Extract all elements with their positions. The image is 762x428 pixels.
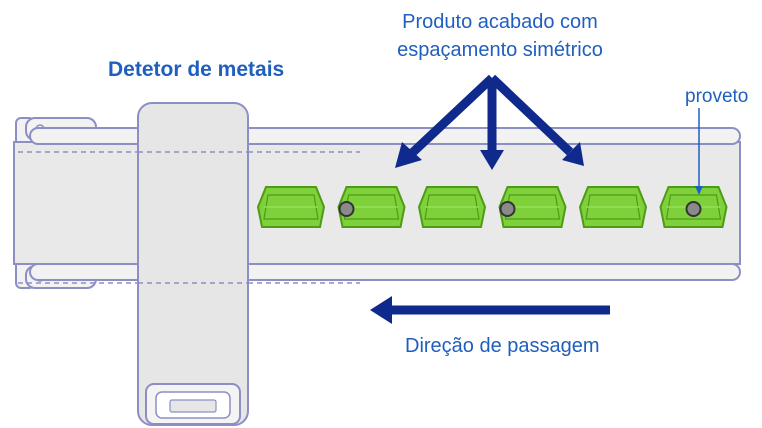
product-package	[578, 186, 648, 228]
product-package	[256, 186, 326, 228]
direction-label: Direção de passagem	[405, 335, 600, 357]
specimen-pointer-arrow	[695, 108, 703, 195]
product-package	[659, 186, 728, 228]
product-spacing-label: Produto acabado com espaçamento simétric…	[360, 8, 640, 64]
test-specimen	[685, 201, 702, 217]
direction-arrow	[370, 296, 610, 324]
product-package	[337, 186, 406, 228]
test-specimen	[338, 201, 355, 217]
detector-control-panel	[145, 383, 241, 425]
product-package	[498, 186, 567, 228]
product-spacing-arrows	[395, 74, 584, 170]
metal-detector	[18, 102, 360, 426]
product-packages	[256, 186, 728, 228]
specimen-label: proveto	[685, 86, 749, 107]
test-specimen	[499, 201, 516, 217]
product-label-line2: espaçamento simétrico	[397, 39, 603, 61]
metal-detector-label: Detetor de metais	[108, 58, 285, 81]
product-package	[417, 186, 487, 228]
product-label-line1: Produto acabado com	[402, 11, 598, 33]
